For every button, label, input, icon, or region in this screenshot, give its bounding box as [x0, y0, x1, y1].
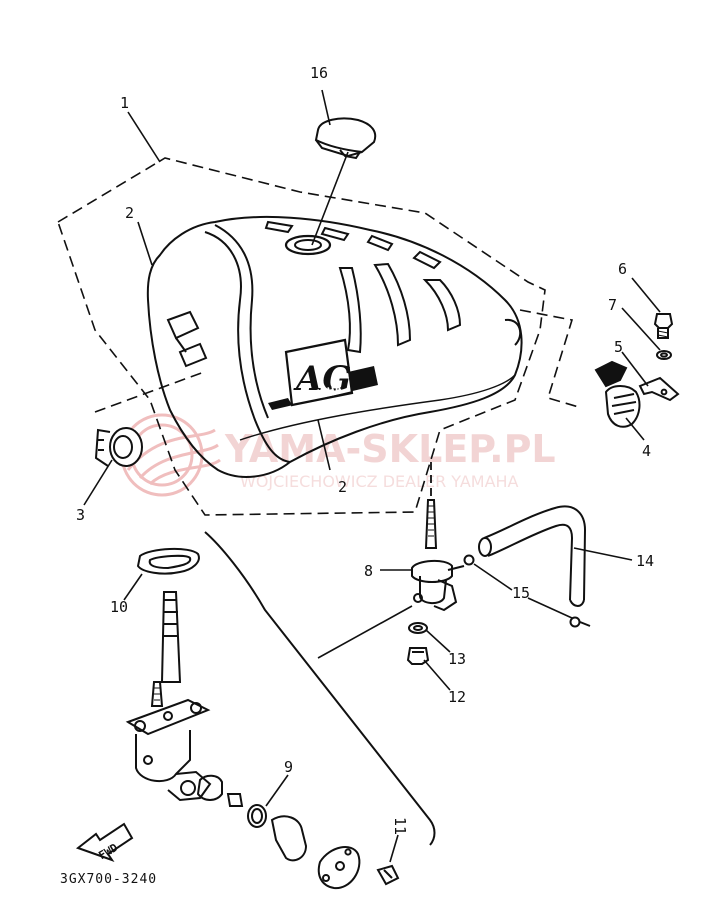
fuel-cap [314, 117, 377, 160]
callout-4: 4 [642, 442, 651, 460]
watermark-main-text: YAMA-SKLEP.PL [224, 427, 556, 471]
callout-7: 7 [608, 296, 617, 314]
callout-3: 3 [76, 506, 85, 524]
watermark: YAMA-SKLEP.PL WOJCIECHOWICZ DEALER YAMAH… [120, 413, 556, 497]
callout-10: 10 [110, 598, 128, 616]
callout-2-bottom: 2 [338, 478, 347, 496]
tank-logo-text: AG [293, 359, 351, 399]
callout-16: 16 [310, 64, 328, 82]
fuel-cock-upper [406, 462, 465, 665]
fwd-arrow: FWD [75, 822, 134, 862]
callout-6: 6 [618, 260, 627, 278]
watermark-logo [120, 413, 221, 497]
callout-numbers: 1 2 2 3 4 5 6 7 8 9 10 11 12 13 14 15 16 [76, 64, 654, 835]
callout-14: 14 [636, 552, 654, 570]
callout-13: 13 [448, 650, 466, 668]
callout-2-top: 2 [125, 204, 134, 222]
tank-badge: AG YAMAHA [268, 338, 378, 410]
callout-11: 11 [391, 817, 409, 835]
leader-lines [83, 89, 661, 863]
fuel-tank: AG YAMAHA [146, 215, 523, 478]
fuel-hose [463, 505, 591, 628]
assembly-boundary [57, 157, 583, 516]
callout-5: 5 [614, 338, 623, 356]
part-code: 3GX700-3240 [60, 872, 158, 887]
callout-15: 15 [512, 584, 530, 602]
watermark-sub-text: WOJCIECHOWICZ DEALER YAMAHA [240, 472, 519, 491]
callout-9: 9 [284, 758, 293, 776]
callout-1: 1 [120, 94, 129, 112]
callout-8: 8 [364, 562, 373, 580]
callout-12: 12 [448, 688, 466, 706]
inset-bracket [204, 531, 436, 846]
rear-bracket-hardware [594, 313, 680, 428]
cap-grommet [94, 427, 143, 467]
fuel-cock-detail [125, 547, 400, 890]
